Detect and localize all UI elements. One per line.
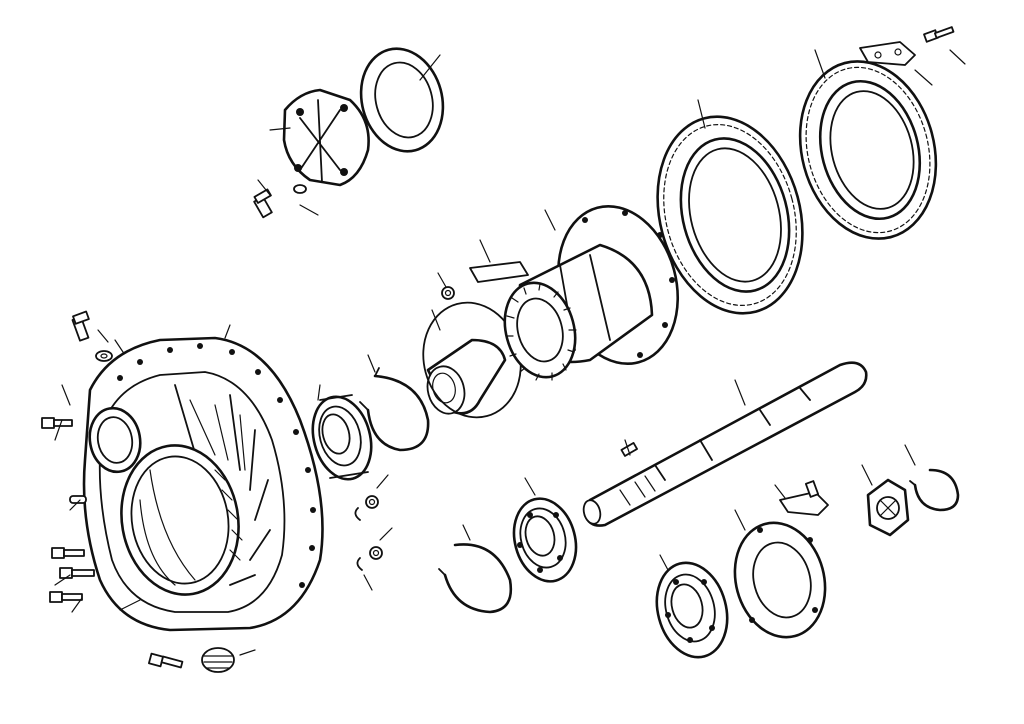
housing-washer-top [95, 350, 113, 362]
planet-carrier-hub [503, 204, 680, 381]
housing-bolt-left-4 [49, 591, 83, 603]
seal-plate [733, 521, 827, 639]
dowel-pin [69, 495, 87, 504]
shaft-bearing-outer [655, 561, 729, 659]
retainer-plate [859, 41, 916, 66]
lock-plate [779, 491, 829, 516]
retainer-bolt [923, 26, 955, 43]
shaft-snap-ring [438, 543, 513, 614]
housing-bolt-top [71, 310, 90, 342]
roller-bearing-left [311, 394, 373, 481]
spring-clip-2 [356, 557, 363, 571]
leader-lines [54, 49, 966, 656]
ring-gear [656, 115, 804, 315]
housing [82, 336, 324, 632]
housing-bolt-left-1 [41, 417, 73, 429]
shaft-bearing-inner [512, 497, 578, 583]
castle-nut [866, 478, 910, 537]
ring-gear-carrier [798, 60, 938, 240]
end-snap-ring [909, 468, 960, 512]
cover-plate [282, 88, 370, 187]
cover-gasket [359, 47, 445, 153]
lock-bolt [804, 480, 820, 498]
housing-plug [201, 647, 235, 673]
locking-tab [469, 261, 529, 283]
spring-clip-1 [354, 507, 361, 521]
cover-washer [293, 184, 307, 194]
housing-bolt-left-3 [59, 567, 95, 579]
small-nut-2 [369, 546, 383, 560]
housing-bolt-left-2 [51, 547, 85, 559]
hub-nut [441, 286, 455, 300]
bearing-cone [426, 338, 507, 415]
plug-bolt [148, 652, 184, 669]
axle-shaft [582, 361, 868, 527]
snap-ring-left [359, 367, 430, 452]
cover-bolt [253, 188, 273, 219]
small-nut-1 [365, 495, 379, 509]
